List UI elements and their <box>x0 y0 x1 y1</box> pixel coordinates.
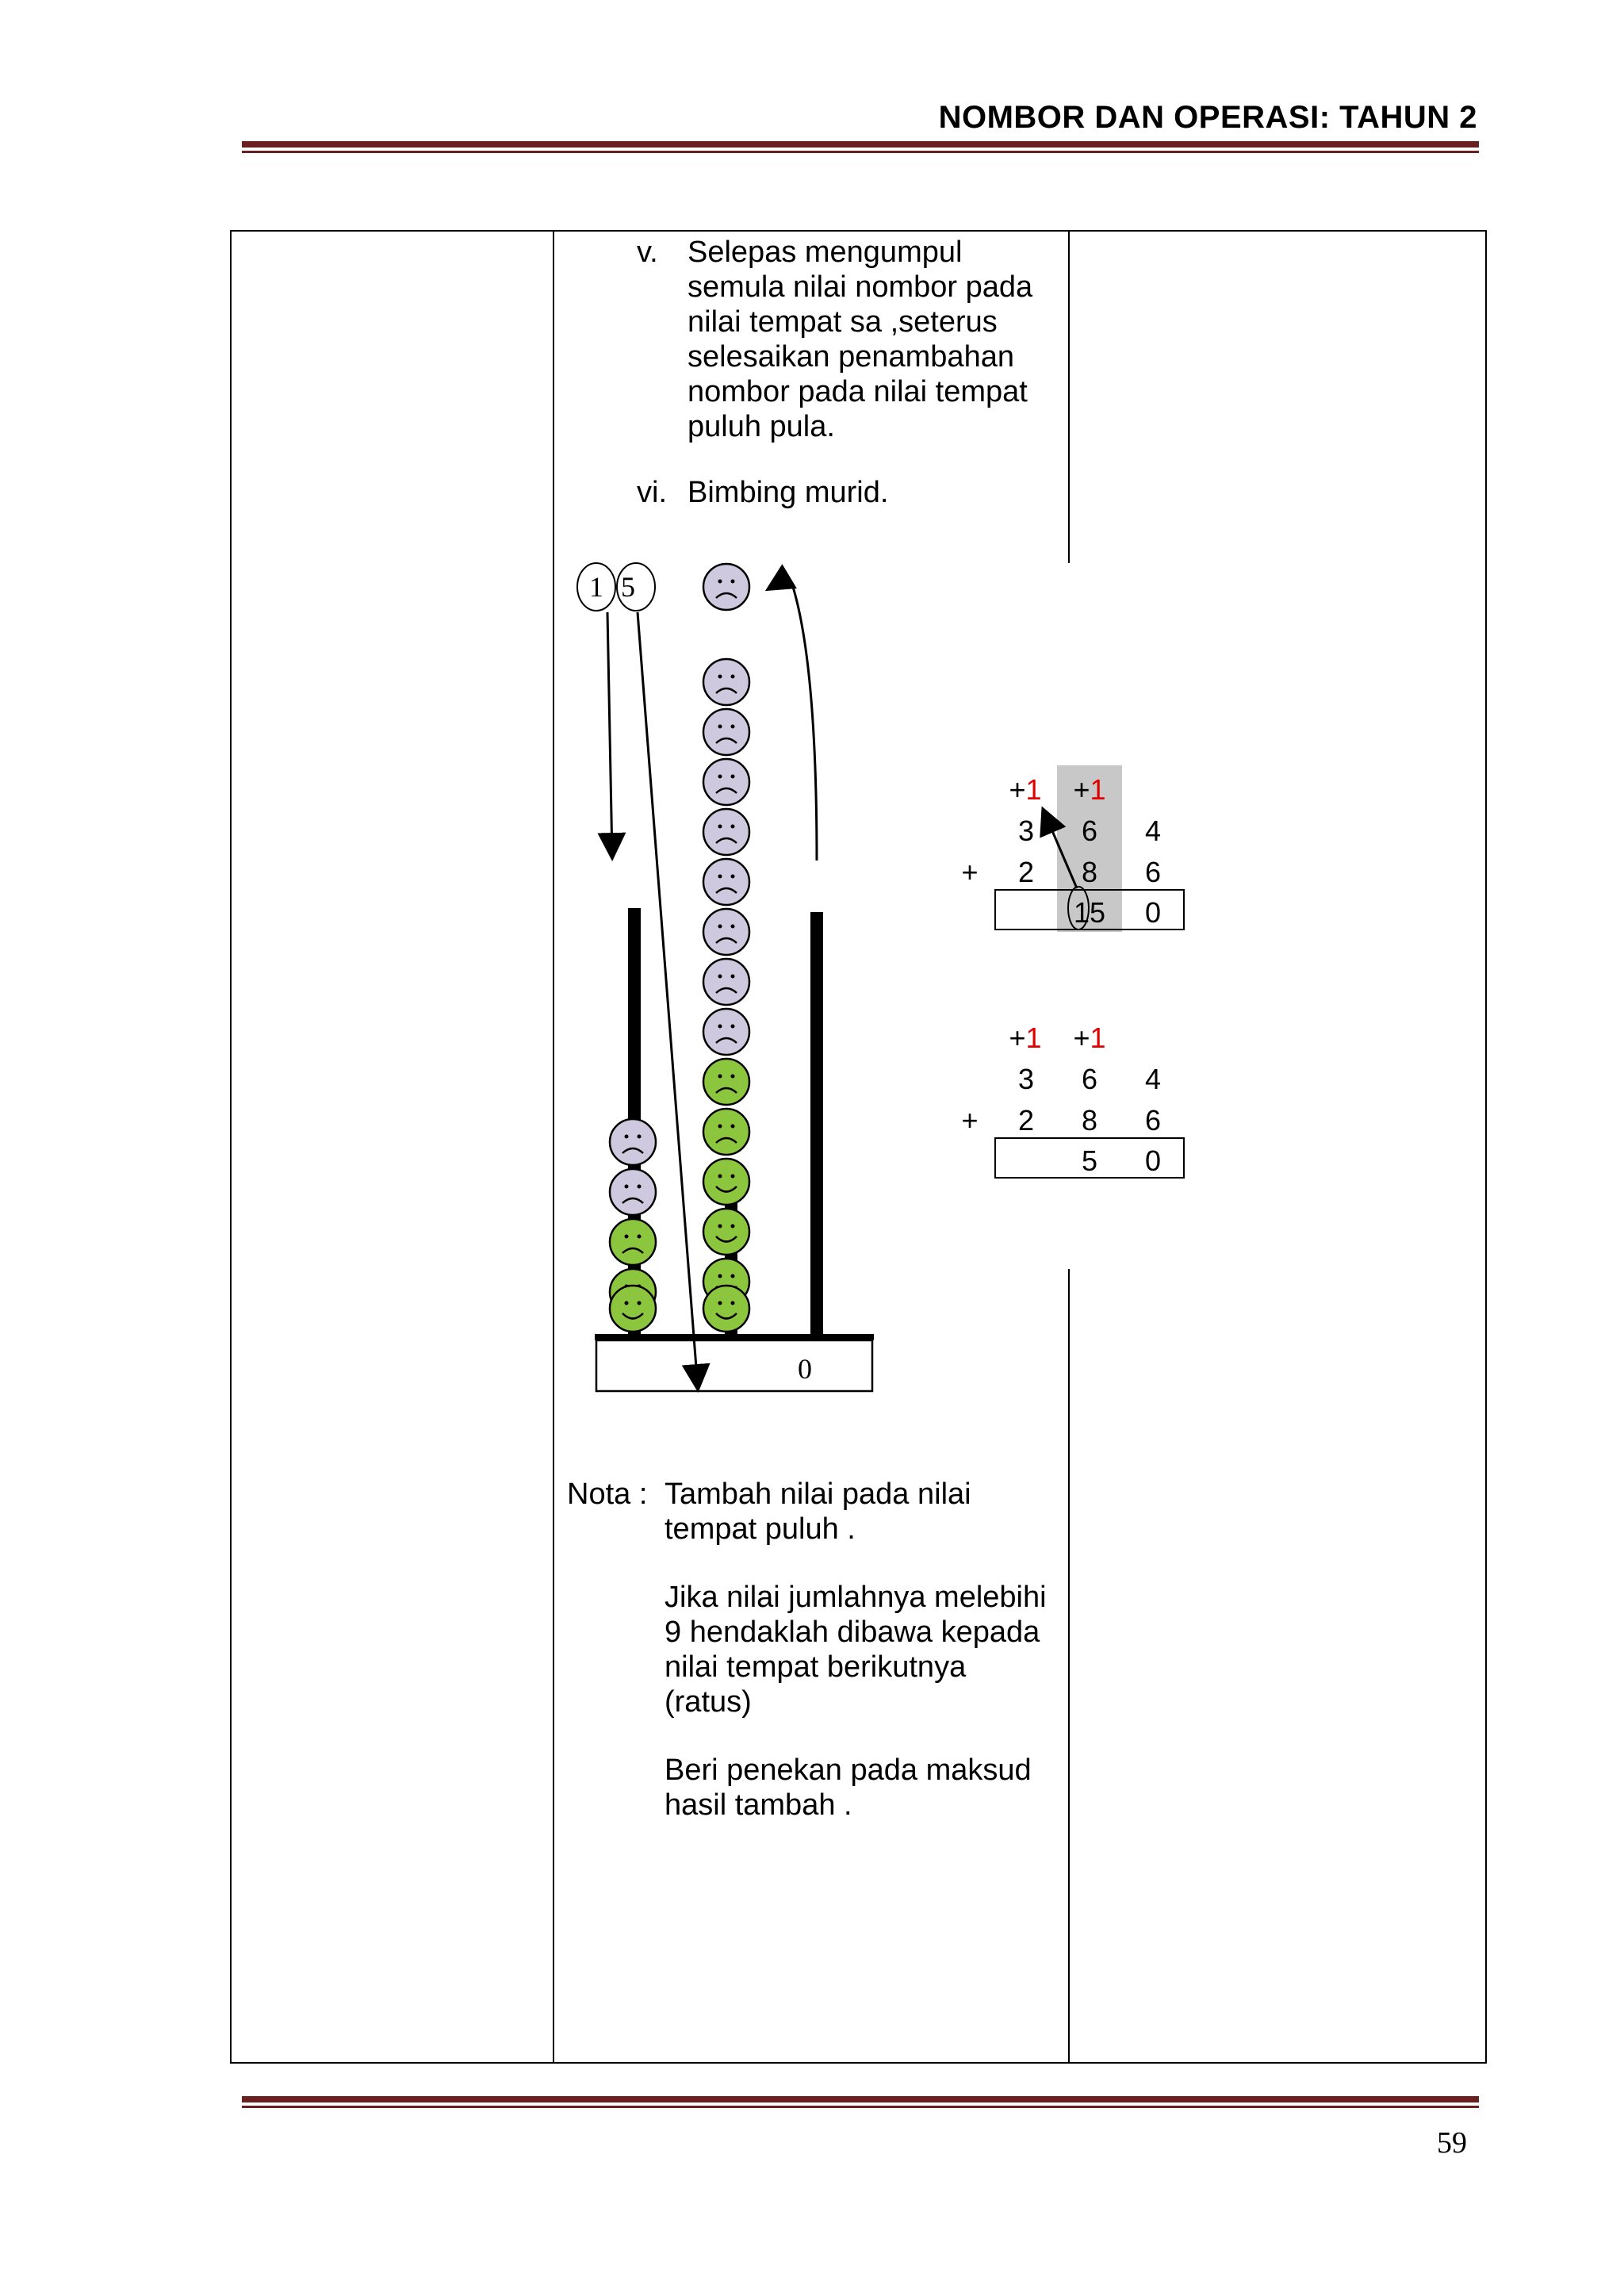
sum2-carry-hundreds: +1 <box>1009 1022 1042 1054</box>
nota-paragraph-2: Jika nilai jumlahnya melebihi 9 hendakla… <box>665 1581 1047 1719</box>
header-rule-thick <box>242 141 1479 148</box>
sum1-row1-tens: 6 <box>1081 815 1098 847</box>
sum1-carry-hundreds: +1 <box>1009 773 1042 806</box>
step-v-text: Selepas mengumpul semula nilai nombor pa… <box>688 236 1033 443</box>
sum1-result-tens: 15 <box>1073 896 1106 929</box>
abacus-diagram: 1 5 0 <box>576 562 874 1393</box>
footer-rule-thick <box>242 2096 1479 2102</box>
carry-digit-2: 5 <box>621 571 635 603</box>
sum2-row2-ones: 6 <box>1144 1104 1162 1137</box>
sum2-result-tens: 5 <box>1081 1144 1098 1177</box>
sum2-row2-tens: 8 <box>1081 1104 1098 1137</box>
sum2-result-ones: 0 <box>1144 1144 1162 1177</box>
carried-bead <box>702 562 751 611</box>
nota-paragraph-1: Tambah nilai pada nilai tempat puluh . <box>665 1478 971 1546</box>
step-vi-marker: vi. <box>637 476 667 509</box>
sum2-carry-tens: +1 <box>1073 1022 1106 1054</box>
arrow-carry-5 <box>636 611 710 1393</box>
arrow-bead-move <box>764 564 818 861</box>
carry-digit-1: 1 <box>589 571 603 603</box>
sum2-result-box <box>994 1137 1185 1179</box>
sum1-plus-sign: + <box>961 856 979 888</box>
step-v-marker: v. <box>637 236 658 269</box>
sum1-row2-ones: 6 <box>1144 856 1162 888</box>
abacus-base-bar <box>595 1334 874 1340</box>
table-column-divider-1 <box>553 230 554 2064</box>
header-rule-thin <box>242 151 1479 153</box>
step-vi-text: Bimbing murid. <box>688 476 889 509</box>
nota-label: Nota : <box>567 1478 648 1511</box>
arrow-carry-1 <box>597 611 626 861</box>
abacus-base-box <box>595 1339 874 1393</box>
nota-paragraph-3: Beri penekan pada maksud hasil tambah . <box>665 1754 1032 1822</box>
sum2-row1-ones: 4 <box>1144 1063 1162 1095</box>
abacus-base-value: 0 <box>798 1353 812 1385</box>
table-column-divider-2 <box>1068 230 1070 563</box>
footer-rule-thin <box>242 2106 1479 2108</box>
sum1-row1-hundreds: 3 <box>1017 815 1035 847</box>
sum1-result-box <box>994 889 1185 930</box>
sum1-result-ones: 0 <box>1144 896 1162 929</box>
ones-rod <box>810 912 823 1336</box>
carry-digit-circle-2: 5 <box>616 562 656 611</box>
sum2-plus-sign: + <box>961 1104 979 1137</box>
sum2-row1-tens: 6 <box>1081 1063 1098 1095</box>
sum1-row2-tens: 8 <box>1081 856 1098 888</box>
sum1-carry-tens: +1 <box>1073 773 1106 806</box>
sum1-row1-ones: 4 <box>1144 815 1162 847</box>
table-column-divider-2-lower <box>1068 1269 1070 2064</box>
page-number: 59 <box>1437 2126 1467 2160</box>
sum2-row1-hundreds: 3 <box>1017 1063 1035 1095</box>
carry-digit-circle-1: 1 <box>576 562 616 611</box>
lesson-table <box>230 230 1487 2064</box>
sum2-row2-hundreds: 2 <box>1017 1104 1035 1137</box>
sum1-carry-arrow <box>1040 806 1090 930</box>
page-header-title: NOMBOR DAN OPERASI: TAHUN 2 <box>938 100 1477 135</box>
sum1-row2-hundreds: 2 <box>1017 856 1035 888</box>
